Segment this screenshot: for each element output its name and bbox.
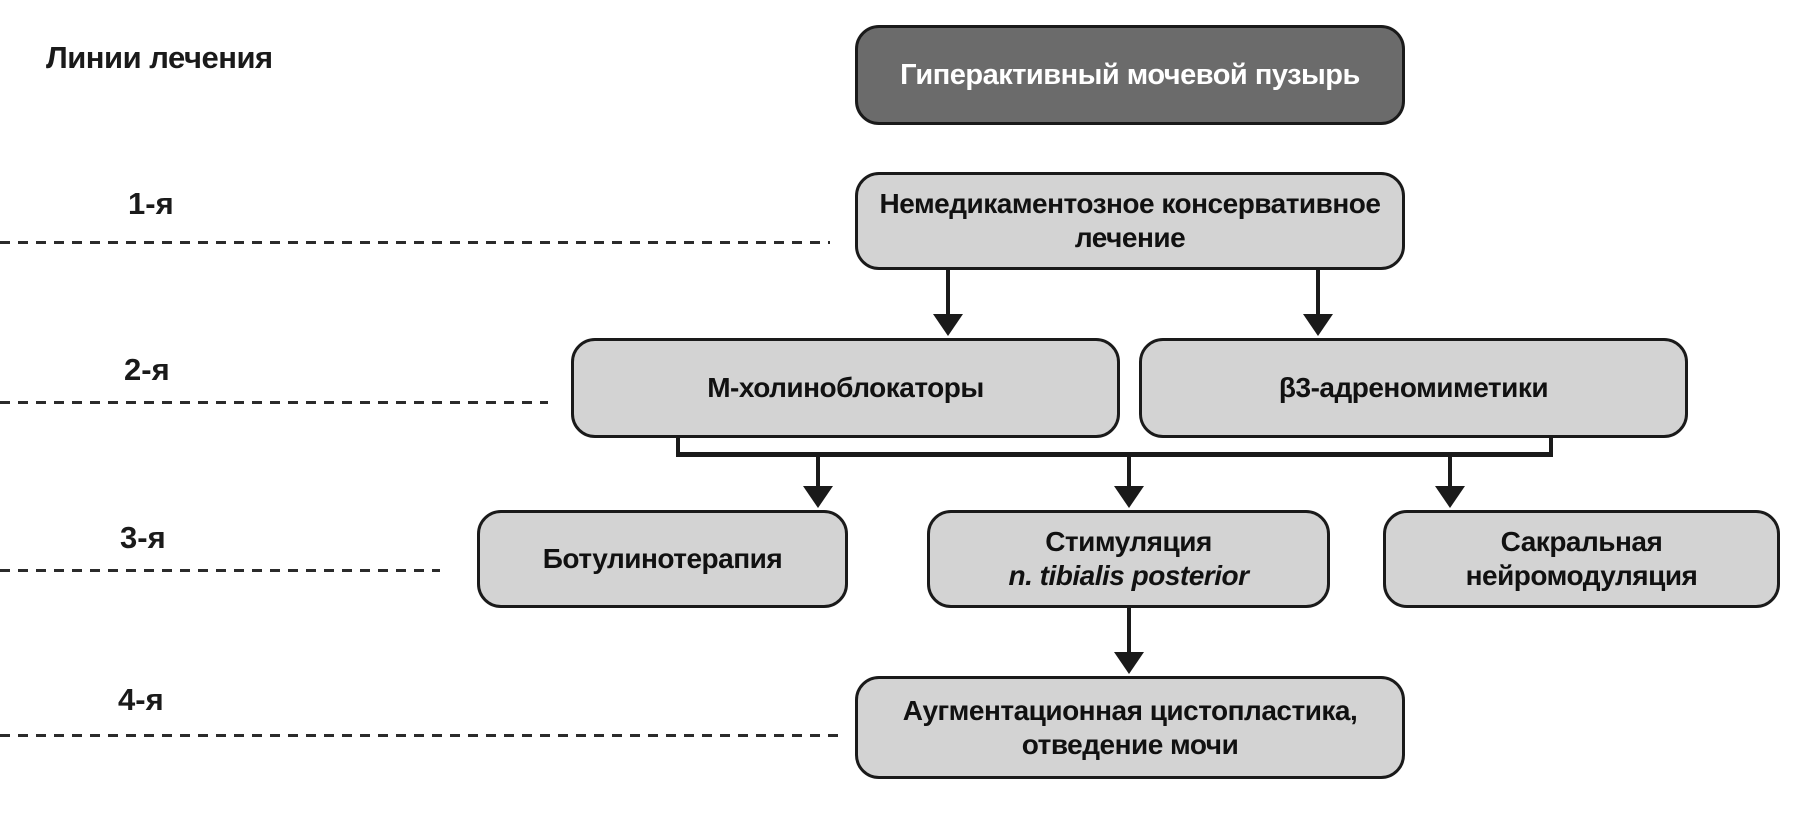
arrow-shaft	[1316, 270, 1320, 314]
line-divider-3	[0, 569, 440, 572]
node-augmentation-cystoplasty-line2: отведение мочи	[1021, 728, 1239, 760]
line-divider-1	[0, 241, 830, 244]
node-augmentation-cystoplasty-line1: Аугментационная цистопластика,	[902, 694, 1358, 726]
connector-stub-right	[1549, 437, 1553, 457]
arrow-conservative-to-mcholinoblockers	[933, 270, 963, 336]
arrow-shaft	[946, 270, 950, 314]
arrowhead-down-icon	[1303, 314, 1333, 336]
arrowhead-down-icon	[1114, 486, 1144, 508]
arrow-shaft	[1127, 455, 1131, 486]
node-beta3-adrenomimetics-label: β3-адреномиметики	[1278, 372, 1549, 404]
node-tibial-stimulation-line1: Стимуляция	[1045, 526, 1212, 558]
lines-of-treatment-label: Линии лечения	[46, 40, 273, 75]
arrow-conservative-to-beta3	[1303, 270, 1333, 336]
arrow-shaft	[1448, 455, 1452, 486]
node-sacral-neuromodulation: Сакральная нейромодуляция	[1383, 510, 1780, 608]
node-augmentation-cystoplasty: Аугментационная цистопластика, отведение…	[855, 676, 1405, 779]
node-conservative-treatment-line2: лечение	[1074, 222, 1186, 253]
line-divider-2	[0, 401, 548, 404]
line-label-3: 3-я	[120, 520, 166, 555]
node-botulinum-therapy: Ботулинотерапия	[477, 510, 848, 608]
arrow-shaft	[1127, 608, 1131, 652]
arrow-bar-to-tibial-stimulation	[1114, 455, 1144, 508]
arrowhead-down-icon	[1435, 486, 1465, 508]
node-conservative-treatment: Немедикаментозное консервативное лечение	[855, 172, 1405, 270]
node-overactive-bladder: Гиперактивный мочевой пузырь	[855, 25, 1405, 125]
node-m-cholinoblockers: М-холиноблокаторы	[571, 338, 1120, 438]
arrow-bar-to-botulinum	[803, 455, 833, 508]
arrowhead-down-icon	[1114, 652, 1144, 674]
arrow-bar-to-sacral	[1435, 455, 1465, 508]
connector-horizontal-bar	[676, 452, 1553, 457]
line-label-4: 4-я	[118, 682, 164, 717]
node-conservative-treatment-line1: Немедикаментозное консервативное	[879, 188, 1381, 220]
line-divider-4	[0, 734, 838, 737]
node-tibial-stimulation-line2: n. tibialis posterior	[1008, 560, 1249, 591]
arrow-shaft	[816, 455, 820, 486]
node-tibial-stimulation: Стимуляция n. tibialis posterior	[927, 510, 1330, 608]
line-label-1: 1-я	[128, 186, 174, 221]
node-sacral-neuromodulation-line2: нейромодуляция	[1465, 560, 1698, 591]
arrow-tibial-to-augmentation	[1114, 608, 1144, 674]
node-botulinum-therapy-label: Ботулинотерапия	[542, 543, 783, 575]
node-overactive-bladder-label: Гиперактивный мочевой пузырь	[900, 58, 1360, 91]
connector-stub-left	[676, 437, 680, 457]
node-beta3-adrenomimetics: β3-адреномиметики	[1139, 338, 1688, 438]
line-label-2: 2-я	[124, 352, 170, 387]
arrowhead-down-icon	[933, 314, 963, 336]
node-m-cholinoblockers-label: М-холиноблокаторы	[707, 372, 984, 404]
node-sacral-neuromodulation-line1: Сакральная	[1500, 526, 1663, 558]
arrowhead-down-icon	[803, 486, 833, 508]
